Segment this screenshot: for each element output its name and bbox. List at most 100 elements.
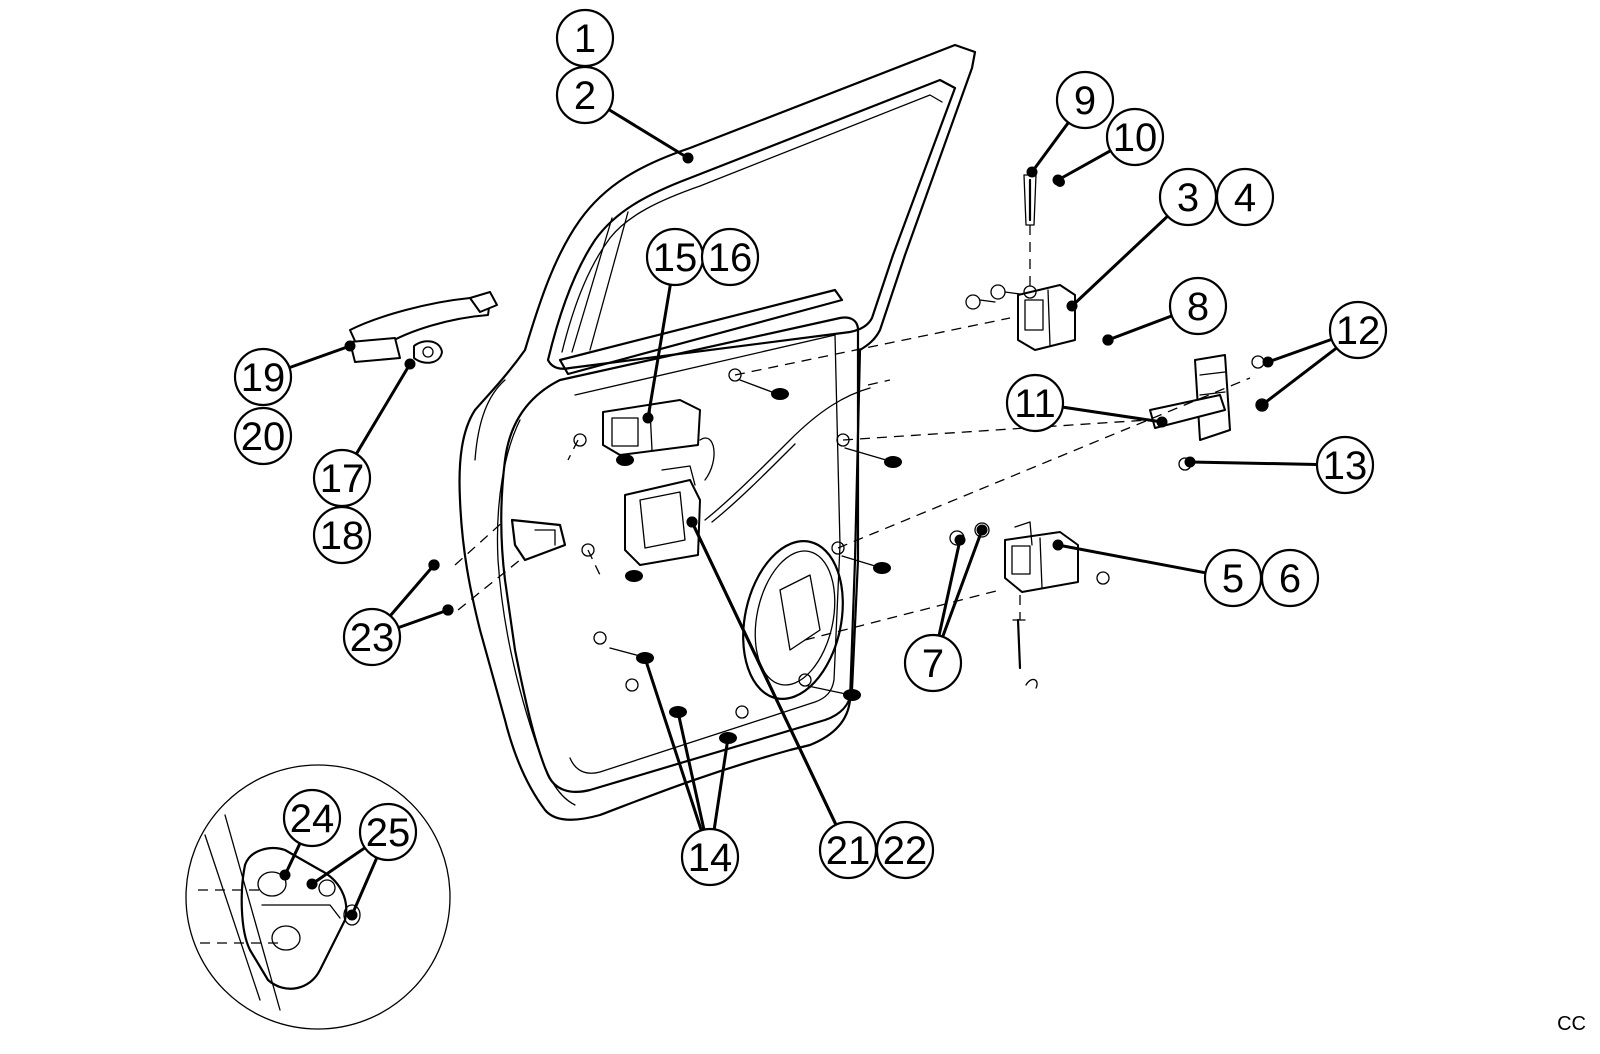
leader-dot-10 <box>1052 174 1064 186</box>
leader-line-3 <box>1070 214 1170 308</box>
callout-circle <box>1005 373 1065 433</box>
leader-dot-21 <box>686 516 698 528</box>
leader-line-15 <box>646 283 672 420</box>
callout-label: 18 <box>320 514 365 558</box>
callout-circle <box>903 633 963 693</box>
callout-label: 15 <box>653 236 698 280</box>
callout-10: 10 <box>1105 107 1165 167</box>
leader-dot-14 <box>639 652 651 664</box>
callout-label: 6 <box>1279 557 1301 601</box>
leader-line-23 <box>396 608 450 630</box>
leader-dot-12 <box>1256 399 1268 411</box>
callout-circle <box>1328 300 1388 360</box>
inset-detail <box>185 764 451 1030</box>
leader-line-2 <box>607 108 690 160</box>
leader-dot-24 <box>279 869 291 881</box>
latch-assembly <box>602 387 871 566</box>
callout-circle <box>1215 167 1275 227</box>
callout-label: 22 <box>883 829 928 873</box>
callout-11: 11 <box>1005 373 1065 433</box>
leader-dot-8 <box>1102 334 1114 346</box>
callout-circle <box>700 227 760 287</box>
callout-circle <box>233 406 293 466</box>
leader-line-9 <box>1030 121 1070 174</box>
callout-circle <box>312 505 372 565</box>
callout-label: 4 <box>1234 176 1256 220</box>
callout-label: 20 <box>241 415 286 459</box>
callout-8: 8 <box>1168 276 1228 336</box>
leader-line-19 <box>287 344 352 370</box>
leader-line-21 <box>690 520 838 827</box>
door-shell <box>458 43 977 821</box>
callout-label: 9 <box>1074 79 1096 123</box>
callout-25: 25 <box>358 802 418 862</box>
leader-line-7 <box>937 538 962 638</box>
callout-label: 1 <box>574 17 596 61</box>
callout-label: 23 <box>350 616 395 660</box>
callout-circle <box>875 820 935 880</box>
leader-dot-5 <box>1052 539 1064 551</box>
leader-line-8 <box>1106 314 1174 342</box>
callout-13: 13 <box>1315 435 1375 495</box>
callout-circle <box>1105 107 1165 167</box>
upper-hinge <box>965 174 1076 351</box>
leader-dot-23 <box>442 604 454 616</box>
leader-line-14 <box>676 710 706 832</box>
leader-dot-17 <box>404 358 416 370</box>
callout-23: 23 <box>342 607 402 667</box>
callout-14: 14 <box>680 827 740 887</box>
callout-22: 22 <box>875 820 935 880</box>
callout-circle <box>1055 70 1115 130</box>
callout-circle <box>1168 276 1228 336</box>
leader-line-24 <box>283 841 302 877</box>
callout-19: 19 <box>233 347 293 407</box>
callout-label: 21 <box>826 829 871 873</box>
callout-label: 5 <box>1222 557 1244 601</box>
callout-label: 19 <box>241 356 286 400</box>
callout-7: 7 <box>903 633 963 693</box>
callout-label: 11 <box>1014 382 1056 426</box>
callout-label: 7 <box>922 642 944 686</box>
callout-label: 8 <box>1187 285 1209 329</box>
callout-20: 20 <box>233 406 293 466</box>
callout-label: 3 <box>1177 176 1199 220</box>
leader-line-12 <box>1260 345 1340 407</box>
leader-dot-3 <box>1066 300 1078 312</box>
callout-circle <box>1315 435 1375 495</box>
leader-dot-14 <box>672 706 684 718</box>
callout-circle <box>282 788 342 848</box>
callout-label: 2 <box>574 74 596 118</box>
leader-dot-25 <box>346 909 358 921</box>
leader-dot-14 <box>722 732 734 744</box>
callout-label: 14 <box>688 836 733 880</box>
alignment-lines <box>454 225 1251 641</box>
callout-9: 9 <box>1055 70 1115 130</box>
leader-line-7 <box>941 528 984 639</box>
callout-18: 18 <box>312 505 372 565</box>
leader-line-17 <box>354 362 412 456</box>
callout-label: 12 <box>1336 309 1381 353</box>
callout-label: 17 <box>320 457 365 501</box>
callout-circle <box>555 65 615 125</box>
leader-dot-12 <box>1262 356 1274 368</box>
callout-label: 10 <box>1113 116 1158 160</box>
callout-3: 3 <box>1158 167 1218 227</box>
callout-5: 5 <box>1203 548 1263 608</box>
callout-circle <box>680 827 740 887</box>
leader-dot-19 <box>344 340 356 352</box>
leader-dot-7 <box>976 524 988 536</box>
leader-lines <box>279 108 1340 921</box>
leader-dot-25 <box>306 878 318 890</box>
leader-line-25 <box>310 846 367 886</box>
callout-circle <box>1260 548 1320 608</box>
callout-24: 24 <box>282 788 342 848</box>
leader-line-23 <box>388 563 436 618</box>
leader-line-11 <box>1061 405 1164 424</box>
callout-12: 12 <box>1328 300 1388 360</box>
leader-dot-9 <box>1026 166 1038 178</box>
callout-label: 13 <box>1323 444 1368 488</box>
leader-line-12 <box>1266 337 1334 364</box>
leader-line-14 <box>712 736 730 831</box>
